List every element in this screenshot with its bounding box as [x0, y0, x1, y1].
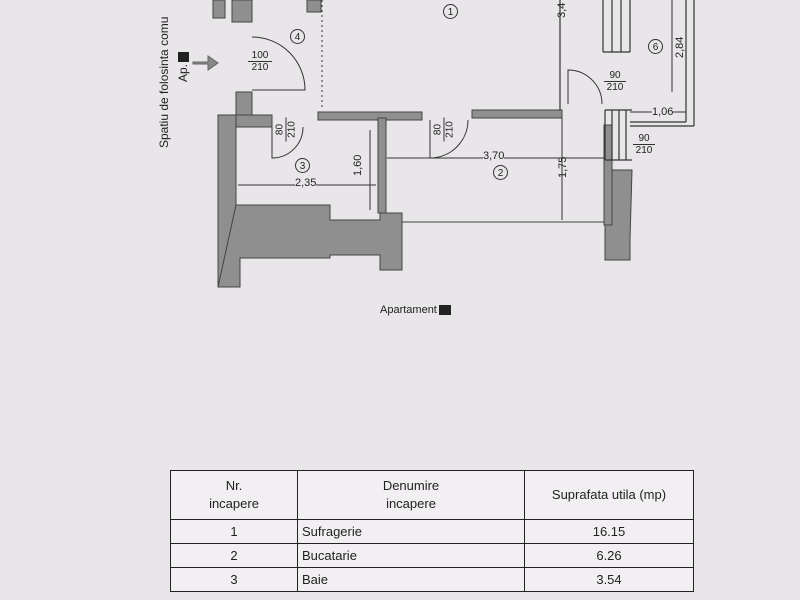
wall-bottom: [217, 169, 633, 288]
wall-segment: [306, 0, 322, 13]
room-number: 2: [493, 165, 508, 180]
room-name: Baie: [297, 567, 525, 592]
common-space-label: Spatiu de folosinta comu: [157, 16, 171, 148]
entrance-arrow-icon: [192, 55, 219, 71]
wall-segment: [471, 109, 563, 119]
room-nr: 2: [170, 543, 298, 568]
wall-segment: [317, 111, 423, 121]
wall-segment: [603, 124, 613, 226]
table-header-row: Nr. incapere Denumire incapere Suprafata…: [170, 470, 694, 520]
room-number: 4: [290, 29, 305, 44]
room-number: 3: [295, 158, 310, 173]
room-area: 16.15: [524, 519, 694, 544]
table-row: 3 Baie 3.54: [170, 567, 694, 592]
dimension-label: 2,35: [295, 177, 317, 189]
apartment-ref-label: Ap.: [176, 51, 190, 82]
room-area: 6.26: [524, 543, 694, 568]
wall-segment: [231, 0, 253, 23]
wall-segment: [235, 114, 273, 128]
plan-caption: Apartament: [380, 304, 451, 316]
room-area: 3.54: [524, 567, 694, 592]
table-row: 2 Bucatarie 6.26: [170, 543, 694, 568]
door-swing: [271, 126, 304, 159]
wall-segment: [212, 0, 226, 19]
column-header: Denumire incapere: [297, 470, 525, 520]
door-swing: [251, 36, 306, 91]
column-header: Suprafata utila (mp): [524, 470, 694, 520]
rooms-table: Nr. incapere Denumire incapere Suprafata…: [170, 470, 694, 592]
room-number: 6: [648, 39, 663, 54]
dimension-label: 3,4: [556, 2, 568, 18]
redaction-mark: [438, 305, 451, 316]
room-nr: 1: [170, 519, 298, 544]
column-header: Nr. incapere: [170, 470, 298, 520]
room-name: Sufragerie: [297, 519, 525, 544]
room-number: 1: [443, 4, 458, 19]
room-name: Bucatarie: [297, 543, 525, 568]
dimension-label: 1,06: [652, 106, 674, 118]
dimension-label: 3,70: [483, 150, 505, 162]
table-row: 1 Sufragerie 16.15: [170, 519, 694, 544]
dimension-label: 2,84: [674, 36, 686, 58]
dimension-label: 1,75: [557, 156, 569, 178]
door-swing: [567, 69, 603, 105]
dimension-label: 1,60: [352, 154, 364, 176]
room-nr: 3: [170, 567, 298, 592]
wall-segment: [377, 117, 387, 214]
